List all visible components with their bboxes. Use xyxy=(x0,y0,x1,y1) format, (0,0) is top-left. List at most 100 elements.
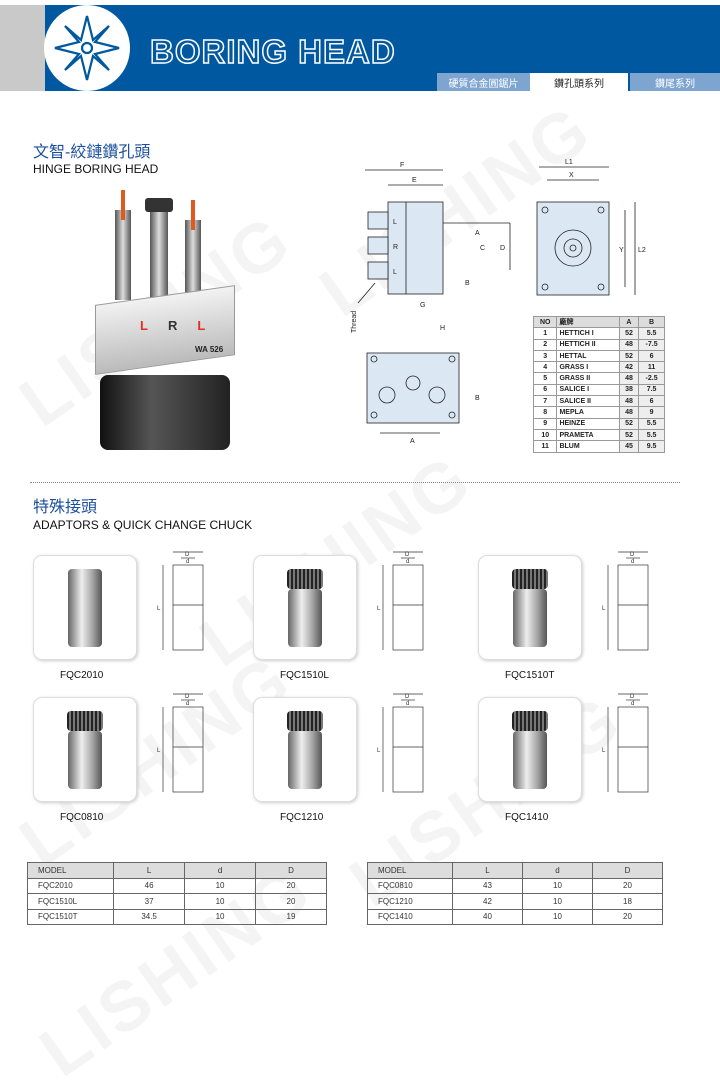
table-cell: 20 xyxy=(592,877,663,894)
product-drawing: DdL xyxy=(377,693,424,793)
table-cell: 6 xyxy=(638,349,665,363)
star-logo-icon xyxy=(54,15,120,81)
product-label: FQC0810 xyxy=(60,812,104,823)
table-cell: 7.5 xyxy=(638,383,665,397)
table-cell: NO xyxy=(532,315,558,329)
dim-small-d-label: d xyxy=(631,559,634,565)
dim-l-label: L xyxy=(602,748,606,754)
table-cell: 19 xyxy=(255,908,327,925)
table-cell: L xyxy=(452,862,523,879)
section2-title-en: ADAPTORS & QUICK CHANGE CHUCK xyxy=(33,518,253,532)
table-cell: 6 xyxy=(532,383,558,397)
table-cell: -2.5 xyxy=(638,372,665,385)
table-cell: 48 xyxy=(618,372,640,385)
table-cell: 45 xyxy=(618,440,640,453)
table-cell: 10 xyxy=(532,428,558,442)
table-cell: 7 xyxy=(532,395,558,408)
page-title: BORING HEAD xyxy=(149,32,396,71)
table-cell: 40 xyxy=(452,908,523,925)
table-cell: 20 xyxy=(255,877,327,894)
table-cell: HETTICH I xyxy=(556,327,620,340)
product-drawing: DdL xyxy=(602,551,649,651)
dim-d-label: D xyxy=(405,694,410,700)
table-cell: 10 xyxy=(522,877,593,894)
dim-d-label: D xyxy=(185,552,190,558)
letter-l: L xyxy=(140,318,148,333)
dim-l-label: L xyxy=(157,748,161,754)
table-cell: 2 xyxy=(532,338,558,351)
brand-logo xyxy=(44,5,130,91)
table-cell: d xyxy=(184,862,257,879)
table-cell: 42 xyxy=(618,361,640,374)
product-label: FQC1210 xyxy=(280,812,324,823)
table-cell: 8 xyxy=(532,406,558,419)
table-cell: SALICE II xyxy=(556,395,620,408)
section2-title-cn: 特殊接頭 xyxy=(33,499,98,516)
table-cell: 52 xyxy=(618,417,640,430)
table-cell: 10 xyxy=(522,908,593,925)
table-cell: 3 xyxy=(532,349,558,363)
section1-title-en: HINGE BORING HEAD xyxy=(33,162,159,176)
table-cell: 11 xyxy=(638,361,665,374)
tab-drill-bits[interactable]: 鑽尾系列 xyxy=(630,73,720,91)
dim-small-d-label: d xyxy=(186,559,189,565)
product-label: FQC1510T xyxy=(505,670,555,681)
table-cell: GRASS I xyxy=(556,361,620,374)
dim-small-d-label: d xyxy=(406,701,409,707)
dim-d-label: D xyxy=(405,552,410,558)
svg-text:E: E xyxy=(412,177,417,184)
table-cell: 48 xyxy=(618,338,640,351)
table-cell: -7.5 xyxy=(638,338,665,351)
table-cell: B xyxy=(638,315,665,329)
table-cell: D xyxy=(592,862,663,879)
table-cell: 52 xyxy=(618,349,640,363)
table-cell: 48 xyxy=(618,395,640,408)
table-cell: GRASS II xyxy=(556,372,620,385)
table-cell: FQC2010 xyxy=(26,877,115,894)
table-cell: FQC0810 xyxy=(367,877,453,894)
tab-carbide-saw[interactable]: 硬質合金圓鋸片 xyxy=(437,73,530,91)
table-cell: PRAMETA xyxy=(556,428,620,442)
table-cell: FQC1510T xyxy=(26,908,115,925)
letter-l: L xyxy=(197,318,206,333)
table-cell: HEINZE xyxy=(556,417,620,430)
dim-small-d-label: d xyxy=(186,701,189,707)
table-cell: A xyxy=(618,315,640,329)
product-drawing: DdL xyxy=(157,693,204,793)
table-cell: 42 xyxy=(452,893,523,910)
table-cell: MODEL xyxy=(367,862,453,879)
letter-r: R xyxy=(167,318,178,333)
table-cell: 20 xyxy=(255,893,327,910)
product-label: FQC1510L xyxy=(280,670,329,681)
table-cell: 廠牌 xyxy=(556,315,620,329)
table-cell: 4 xyxy=(532,361,558,374)
product-drawing: DdL xyxy=(157,551,204,651)
table-cell: 5.5 xyxy=(638,417,665,430)
table-cell: SALICE I xyxy=(556,383,620,397)
table-cell: 46 xyxy=(113,877,186,894)
product-drawing: DdL xyxy=(377,551,424,651)
table-cell: 37 xyxy=(113,893,186,910)
table-cell: HETTICH II xyxy=(556,338,620,351)
svg-text:D: D xyxy=(500,245,505,252)
dim-d-label: D xyxy=(630,552,635,558)
dim-d-label: D xyxy=(630,694,635,700)
product-label: FQC2010 xyxy=(60,670,104,681)
section1-title-cn: 文智-絞鏈鑽孔頭 xyxy=(33,144,151,161)
header-gray-strip xyxy=(0,5,45,91)
tab-boring-head[interactable]: 鑽孔頭系列 xyxy=(530,73,628,91)
dim-d-label: D xyxy=(185,694,190,700)
